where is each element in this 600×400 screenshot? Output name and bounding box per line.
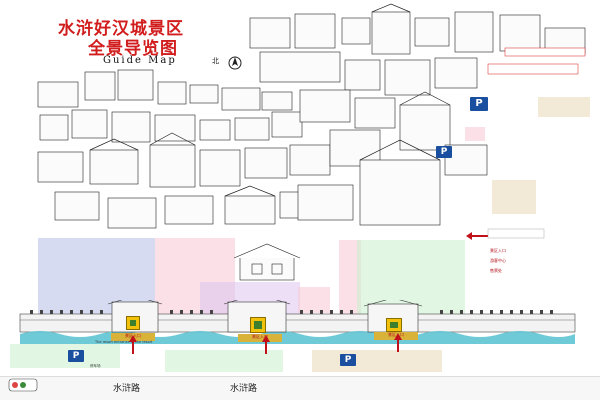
upper-map-drawing — [37, 3, 586, 240]
zone-green-lower-mid — [165, 350, 283, 372]
entrance-label-right: 景区入口 — [388, 332, 404, 337]
arrow-up-icon — [262, 335, 270, 342]
zone-pink-far-right — [465, 127, 485, 141]
north-arrow-icon — [228, 56, 242, 70]
parking-label-text: 停车场 — [90, 364, 101, 368]
parking-sign-lower-right: P — [340, 354, 356, 366]
arrow-up-icon — [394, 333, 402, 340]
zone-pink-mid — [298, 287, 330, 313]
parking-label-lower-left: 停车场 — [90, 352, 101, 371]
parking-sign-upper-1: P — [470, 97, 488, 111]
zone-tan-right-top — [538, 97, 590, 117]
north-label: 北 — [212, 57, 219, 65]
legend-entrance: 景区入口 — [490, 248, 506, 253]
gate-box-left — [126, 316, 140, 330]
entrance-caption: The resort entrance of the resort — [95, 340, 153, 344]
map-title: 水浒好汉城景区 — [58, 19, 184, 39]
legend-icon-bottom-left — [8, 378, 38, 392]
legend-service: 游客中心 — [490, 258, 506, 263]
entrance-marker-right: 景区入口 — [374, 332, 418, 340]
zone-green-lower-left — [10, 344, 120, 368]
entrance-marker-center: 景区入口 — [238, 334, 282, 342]
gate-box-right — [386, 318, 402, 332]
legend-ticket: 售票处 — [490, 268, 502, 273]
gate-box-center — [250, 317, 266, 333]
entrance-label-center: 景区入口 — [252, 334, 268, 339]
arrow-up-icon — [129, 335, 137, 342]
parking-sign-upper-2: P — [436, 146, 452, 158]
main-gate-tower — [233, 243, 301, 281]
road-band — [0, 376, 600, 400]
guide-map-label: Guide Map — [103, 55, 177, 66]
road-name-left: 水浒路 — [113, 384, 141, 394]
compass: 北 — [212, 56, 246, 70]
entrance-arrows — [129, 333, 402, 354]
map-subtitle: 全景导览图 — [88, 39, 178, 59]
zone-pink-right — [339, 240, 361, 315]
parking-sign-lower-left: P — [68, 350, 84, 362]
road-name-right: 水浒路 — [230, 384, 258, 394]
zone-tan-right-mid — [492, 180, 536, 214]
